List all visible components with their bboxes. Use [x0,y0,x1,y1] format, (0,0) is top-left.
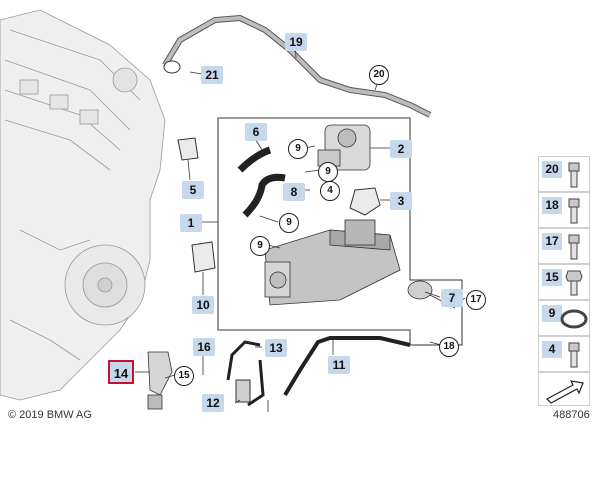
callout-20[interactable]: 20 [369,65,389,85]
hose-6-illustration [237,146,272,173]
side-part-label: 20 [542,161,562,178]
hose-clamp-icon [560,309,588,329]
callout-14-selected[interactable]: 14 [108,360,134,384]
bolt-icon [568,342,580,368]
valve-12-illustration [235,379,251,403]
side-part-9[interactable]: 9 [538,300,590,336]
engine-block-illustration [0,9,166,401]
callout-4[interactable]: 4 [320,181,340,201]
side-part-20[interactable]: 20 [538,156,590,192]
gasket-3-illustration [349,187,381,216]
callout-19[interactable]: 19 [285,33,307,51]
side-part-17[interactable]: 17 [538,228,590,264]
callout-21-box[interactable]: 21 [201,66,223,84]
copyright-text: © 2019 BMW AG [8,409,92,421]
hose-8-illustration [242,173,286,218]
next-page-arrow-icon [546,380,584,404]
callout-9b[interactable]: 9 [279,213,299,233]
line-13-illustration [226,340,261,381]
side-part-label: 17 [542,233,562,250]
callout-11[interactable]: 11 [328,356,350,374]
reference-number: 488706 [553,409,590,421]
assembly-frame [217,117,463,346]
bolt-icon [568,162,580,188]
callout-2[interactable]: 2 [390,140,412,158]
callout-13[interactable]: 13 [265,339,287,357]
callout-7[interactable]: 7 [441,289,463,307]
side-part-label: 4 [542,341,562,358]
side-part-label: 15 [542,269,562,286]
callout-9d[interactable]: 9 [318,162,338,182]
bolt-icon [568,234,580,260]
callout-18[interactable]: 18 [439,337,459,357]
line-13b-illustration [247,359,265,407]
callout-9a[interactable]: 9 [288,139,308,159]
egr-cooler-illustration [264,219,401,306]
side-part-15[interactable]: 15 [538,264,590,300]
callout-15[interactable]: 15 [174,366,194,386]
side-part-4[interactable]: 4 [538,336,590,372]
callout-3[interactable]: 3 [390,192,412,210]
callout-17[interactable]: 17 [466,290,486,310]
callout-8[interactable]: 8 [283,183,305,201]
callout-1[interactable]: 1 [180,214,202,232]
gasket-10-illustration [191,241,216,273]
callout-6[interactable]: 6 [245,123,267,141]
callout-16[interactable]: 16 [193,338,215,356]
hex-bolt-icon [565,270,583,296]
bolt-icon [568,198,580,224]
callout-10[interactable]: 10 [192,296,214,314]
side-part-18[interactable]: 18 [538,192,590,228]
side-part-label: 9 [542,305,562,322]
line-11-illustration [283,336,411,397]
callout-5[interactable]: 5 [182,181,204,199]
callout-12[interactable]: 12 [202,394,224,412]
o-ring-21-illustration [163,60,181,74]
next-page-button[interactable] [538,372,590,406]
gasket-5-illustration [177,137,199,161]
callout-9c[interactable]: 9 [250,236,270,256]
sensor-14-illustration [147,351,173,410]
side-part-label: 18 [542,197,562,214]
